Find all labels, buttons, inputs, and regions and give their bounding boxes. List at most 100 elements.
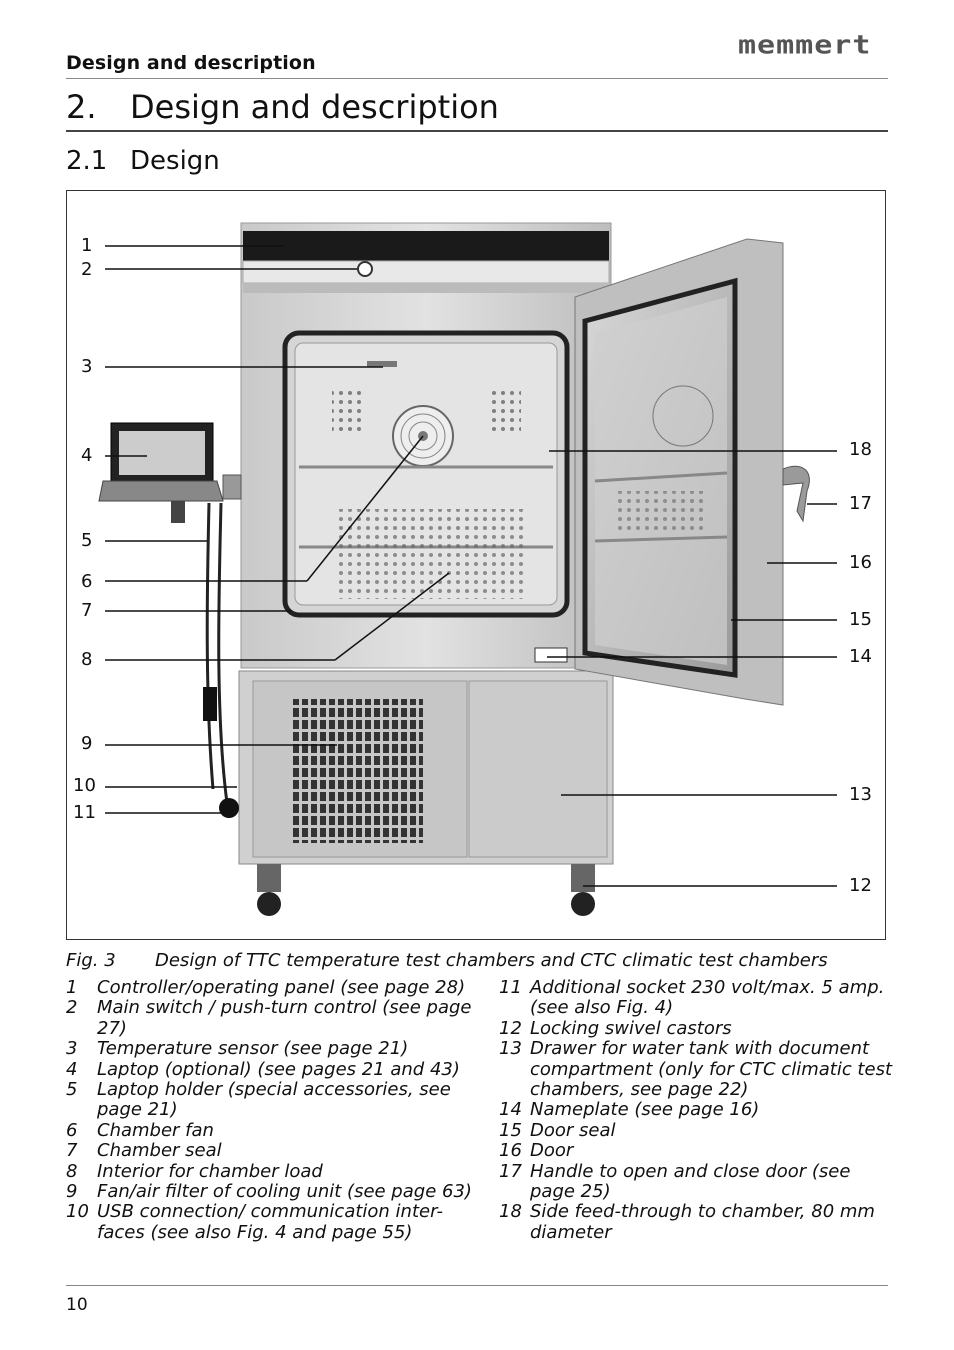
legend-text: Controller/operating panel (see page 28) xyxy=(97,977,466,998)
legend-item: 10 USB connection/ communication inter-fa… xyxy=(66,1202,476,1243)
legend-item: 15 Door seal xyxy=(499,1119,894,1141)
legend-number: 11 xyxy=(499,977,522,998)
legend-number: 6 xyxy=(66,1119,78,1141)
legend-text: Additional socket 230 volt/max. 5 amp. (… xyxy=(530,977,885,1019)
callout-11: 11 xyxy=(73,802,96,823)
callout-5: 5 xyxy=(81,530,93,551)
callout-lines-right xyxy=(547,450,837,887)
chapter-title: 2. Design and description xyxy=(66,88,499,126)
callout-4: 4 xyxy=(81,445,93,466)
legend-item: 6 Chamber fan xyxy=(66,1119,476,1141)
page-number: 10 xyxy=(66,1295,88,1315)
legend-text: Laptop holder (special accessories, see … xyxy=(97,1079,451,1121)
chapter-rule xyxy=(66,130,888,132)
legend-number: 15 xyxy=(499,1119,522,1141)
legend-text: Fan/air filter of cooling unit (see page… xyxy=(97,1181,472,1203)
water-tank-drawer xyxy=(468,680,608,858)
callout-1: 1 xyxy=(81,235,93,256)
section-title: 2.1 Design xyxy=(66,146,220,176)
legend-number: 9 xyxy=(66,1181,78,1203)
legend-item: 13 Drawer for water tank with document co… xyxy=(499,1038,894,1101)
legend-number: 1 xyxy=(66,977,78,998)
legend-number: 17 xyxy=(499,1160,522,1182)
legend-text: Side feed-through to chamber, 80 mm diam… xyxy=(530,1201,875,1243)
figure-caption-text: Design of TTC temperature test chambers … xyxy=(155,950,828,971)
test-chamber-illustration xyxy=(98,222,837,916)
legend-right: 11 Additional socket 230 volt/max. 5 amp.… xyxy=(499,977,894,1243)
callout-lines-left xyxy=(105,245,450,814)
legend-item: 5 Laptop holder (special accessories, see… xyxy=(66,1079,476,1121)
legend-item: 12 Locking swivel castors xyxy=(499,1017,894,1039)
legend-text: Chamber fan xyxy=(97,1119,214,1141)
legend-item: 4 Laptop (optional) (see pages 21 and 43) xyxy=(66,1058,476,1080)
legend-item: 9 Fan/air filter of cooling unit (see pag… xyxy=(66,1181,476,1203)
legend-text: Nameplate (see page 16) xyxy=(530,1099,760,1121)
figure-3-box: 1 2 3 4 5 6 7 8 9 10 11 18 17 16 15 14 1… xyxy=(66,190,886,940)
legend-number: 2 xyxy=(66,997,78,1019)
section-number: 2.1 xyxy=(66,146,108,176)
legend-text: Locking swivel castors xyxy=(530,1017,732,1039)
legend-item: 16 Door xyxy=(499,1140,894,1162)
legend-number: 4 xyxy=(66,1058,78,1080)
running-header: Design and description xyxy=(66,52,316,74)
callout-18: 18 xyxy=(849,439,872,460)
callout-17: 17 xyxy=(849,493,872,514)
additional-socket xyxy=(219,798,239,818)
legend-text: Handle to open and close door (see page … xyxy=(530,1160,851,1203)
controller-panel xyxy=(243,231,609,261)
header-rule xyxy=(66,78,888,79)
castors xyxy=(257,864,595,916)
legend-item: 18 Side feed-through to chamber, 80 mm di… xyxy=(499,1202,894,1243)
legend-text: Drawer for water tank with document comp… xyxy=(530,1038,893,1101)
laptop xyxy=(98,422,242,523)
callout-13: 13 xyxy=(849,784,872,805)
legend-text: Temperature sensor (see page 21) xyxy=(97,1038,409,1060)
legend-number: 18 xyxy=(499,1201,522,1223)
callout-12: 12 xyxy=(849,875,872,896)
callout-10: 10 xyxy=(73,775,96,796)
legend-number: 7 xyxy=(66,1140,78,1162)
callout-15: 15 xyxy=(849,609,872,630)
callout-8: 8 xyxy=(81,649,93,670)
legend-item: 1 Controller/operating panel (see page 28… xyxy=(66,977,476,998)
legend-text: Door seal xyxy=(530,1119,616,1141)
legend-text: Door xyxy=(530,1140,574,1162)
callout-2: 2 xyxy=(81,259,93,280)
legend-item: 7 Chamber seal xyxy=(66,1140,476,1162)
chapter-title-text: Design and description xyxy=(130,88,499,126)
legend-text: Interior for chamber load xyxy=(97,1160,323,1182)
chamber-load-interior xyxy=(335,509,527,599)
cabinet-body xyxy=(240,222,612,669)
brand-logo: memmert xyxy=(738,30,872,61)
legend-item: 3 Temperature sensor (see page 21) xyxy=(66,1038,476,1060)
legend-item: 14 Nameplate (see page 16) xyxy=(499,1099,894,1121)
callout-9: 9 xyxy=(81,733,93,754)
legend-text: Main switch / push-turn control (see pag… xyxy=(97,997,472,1039)
door-handle xyxy=(782,465,810,523)
legend-number: 3 xyxy=(66,1038,78,1060)
door xyxy=(574,238,810,706)
cooling-fan-filter xyxy=(293,699,423,843)
legend-number: 13 xyxy=(499,1038,522,1060)
legend-item: 2 Main switch / push-turn control (see pa… xyxy=(66,998,476,1039)
legend-number: 8 xyxy=(66,1160,78,1182)
section-title-text: Design xyxy=(130,146,220,176)
legend-text: USB connection/ communication inter-face… xyxy=(97,1201,444,1243)
legend-number: 12 xyxy=(499,1017,522,1039)
legend-item: 11 Additional socket 230 volt/max. 5 amp.… xyxy=(499,977,894,1019)
legend-left: 1 Controller/operating panel (see page 28… xyxy=(66,977,476,1243)
legend-number: 16 xyxy=(499,1140,522,1162)
callout-7: 7 xyxy=(81,600,93,621)
callout-16: 16 xyxy=(849,552,872,573)
chapter-number: 2. xyxy=(66,88,97,126)
legend-number: 14 xyxy=(499,1099,522,1121)
legend-number: 10 xyxy=(66,1201,89,1223)
legend-text: Chamber seal xyxy=(97,1140,222,1162)
legend-text: Laptop (optional) (see pages 21 and 43) xyxy=(97,1058,460,1080)
cooling-unit xyxy=(238,670,614,865)
callout-6: 6 xyxy=(81,571,93,592)
main-switch-knob xyxy=(357,261,373,277)
legend-number: 5 xyxy=(66,1079,78,1101)
callout-3: 3 xyxy=(81,356,93,377)
